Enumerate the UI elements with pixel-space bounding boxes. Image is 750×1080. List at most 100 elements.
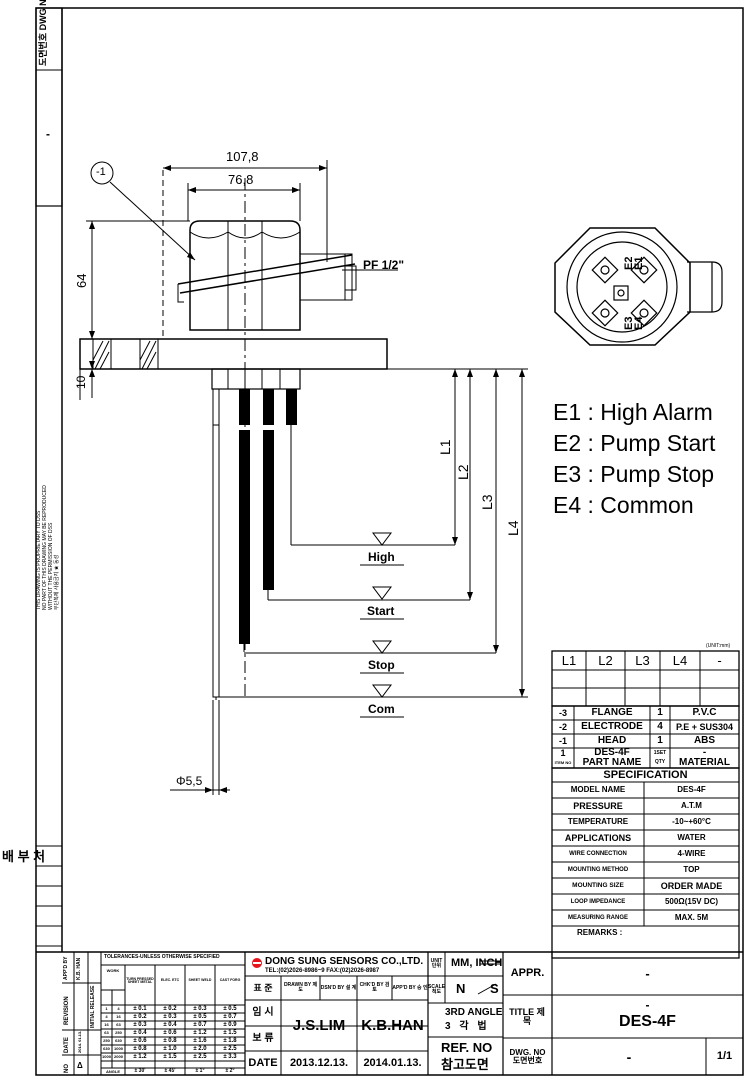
unit-value: MM, INCH <box>451 957 503 969</box>
length-label-l1: L1 <box>437 439 453 455</box>
spec-label: MOUNTING SIZE <box>572 881 624 889</box>
projection-kr: 3 각 법 <box>445 1021 487 1032</box>
part-material: - <box>702 747 707 758</box>
tol-side-datevalue: 2014. 01.13. <box>77 1030 82 1053</box>
tol-cell: ± 0.3 <box>193 1006 207 1012</box>
tol-cell: 16 <box>116 1014 121 1019</box>
length-header-l1: L1 <box>561 653 577 668</box>
header-material: MATERIAL <box>679 756 730 768</box>
spec-label: MEASURING RANGE <box>567 915 628 921</box>
date-approved: 2014.01.13. <box>363 1056 422 1069</box>
tol-cell: 63 <box>116 1022 121 1027</box>
part-material: P.E + SUS304 <box>675 721 734 732</box>
spec-value: DES-4F <box>677 785 706 794</box>
spec-label: TEMPERATURE <box>567 817 629 826</box>
role-approved: APP'D BY 승 인 <box>392 984 428 991</box>
part-name: DES-4F <box>594 747 630 758</box>
balloon-label: -1 <box>96 166 106 178</box>
tol-cell: ± 1.2 <box>133 1054 147 1060</box>
tol-cell: ± 1.8 <box>223 1038 237 1044</box>
tol-cell: 250 <box>103 1038 110 1043</box>
tol-cell: ± 0.9 <box>223 1022 237 1028</box>
dim-overall-width: 107,8 <box>226 149 259 164</box>
tol-cell: ± 0.8 <box>163 1038 177 1044</box>
tol-col-turn: TURN PRESSED SHEET METAL <box>126 976 154 984</box>
dim-flange-thickness: 10 <box>74 375 88 389</box>
title-dash: - <box>645 998 650 1012</box>
spec-label: MODEL NAME <box>570 785 626 794</box>
dwg-no-margin-value: - <box>46 127 50 141</box>
tol-title: TOLERANCES-UNLESS OTHERWISE SPECIFIED <box>104 954 220 960</box>
tol-side-no: NO <box>64 1064 70 1073</box>
tol-side-delta: Δ <box>77 1061 83 1070</box>
spec-remarks: REMARKS : <box>577 928 623 937</box>
level-stop: Stop <box>368 658 395 672</box>
tol-cell: ± 0.7 <box>223 1014 237 1020</box>
tol-angle-cell: ± 2° <box>225 1068 235 1074</box>
legend-e4: E4 : Common <box>553 492 694 518</box>
tol-side-appd: APP'D BY <box>63 956 69 980</box>
tol-cell: 4 <box>105 1014 108 1019</box>
electrode-label-e4: E4 <box>633 316 645 330</box>
scale-n: N <box>456 981 466 996</box>
tol-cell: ± 0.6 <box>133 1038 147 1044</box>
tol-cell: 630 <box>103 1046 110 1051</box>
part-no: 1 <box>560 747 566 758</box>
distribution-label: 배 부 처 <box>2 849 46 864</box>
tol-side-revision: REVISION <box>64 996 70 1025</box>
tol-col-elec: ELEC. ETC <box>160 978 180 983</box>
unit-label: UNIT 단위 <box>430 958 443 969</box>
legend-e2: E2 : Pump Start <box>553 430 716 456</box>
spec-value: TOP <box>683 865 700 874</box>
company-name: DONG SUNG SENSORS CO.,LTD. <box>265 956 424 967</box>
spec-value: ORDER MADE <box>660 880 723 891</box>
length-label-l2: L2 <box>455 464 471 480</box>
sheet-number: 1/1 <box>716 1050 733 1062</box>
spec-value: -10~+60°C <box>672 817 711 826</box>
tol-side-initial: INITIAL RELEASE <box>90 985 96 1028</box>
spec-label: LOOP IMPEDANCE <box>570 899 626 905</box>
tol-angle-label: ANGLE <box>106 1068 120 1074</box>
tol-side-han: K.B. HAN <box>76 957 82 980</box>
tol-col-cast: CAST FORG <box>219 978 241 983</box>
scale-s: S <box>490 981 499 996</box>
spec-value: MAX. 5M <box>674 913 709 922</box>
proprietary-note: THIS DRAWING IS PROPRIETARY TO DSS NO PA… <box>36 485 60 610</box>
length-header-l3: L3 <box>635 653 650 668</box>
header-part-name: PART NAME <box>582 756 642 768</box>
temp-label: 임 시 <box>252 1007 274 1018</box>
part-no: -3 <box>558 707 567 718</box>
spec-title: SPECIFICATION <box>603 768 688 781</box>
tol-cell: ± 0.7 <box>193 1022 207 1028</box>
spec-label: MOUNTING METHOD <box>567 867 629 873</box>
header-item-no: ITEM NO <box>554 759 572 765</box>
part-no: -2 <box>558 721 567 732</box>
scale-label: SCALE 척도 <box>428 984 445 995</box>
dwg-no-margin-label: 도면번호 DWG NO <box>38 0 48 66</box>
tol-cell: ± 0.6 <box>163 1030 177 1036</box>
tol-cell: ± 0.5 <box>193 1014 207 1020</box>
tol-cell: ± 1.2 <box>193 1030 207 1036</box>
tol-cell: 630 <box>115 1038 122 1043</box>
tol-cell: ± 3.3 <box>223 1054 237 1060</box>
tol-col-work: WORK <box>106 968 120 973</box>
tol-cell: ± 1.5 <box>163 1054 177 1060</box>
tol-cell: ± 0.8 <box>133 1046 147 1052</box>
header-qty: QTY <box>654 759 666 765</box>
tol-cell: 250 <box>115 1030 122 1035</box>
tol-cell: 1000 <box>102 1054 111 1059</box>
date-label: DATE <box>248 1056 278 1069</box>
keep-label: 보 류 <box>252 1032 274 1044</box>
tol-cell: ± 2.0 <box>193 1046 207 1052</box>
part-qty: 1 <box>657 735 663 746</box>
level-start: Start <box>367 604 395 618</box>
date-drawn: 2013.12.13. <box>289 1056 349 1069</box>
tol-cell: ± 1.5 <box>223 1030 237 1036</box>
tol-side-date: DATE <box>64 1037 70 1053</box>
projection-en: 3RD ANGLE <box>445 1007 503 1018</box>
length-header-l4: L4 <box>672 653 688 668</box>
role-checked: CHK'D BY 검 토 <box>359 982 390 993</box>
part-material: P.V.C <box>692 707 717 718</box>
tol-angle-cell: ± 30' <box>134 1068 146 1074</box>
tol-cell: 2000 <box>114 1054 123 1059</box>
